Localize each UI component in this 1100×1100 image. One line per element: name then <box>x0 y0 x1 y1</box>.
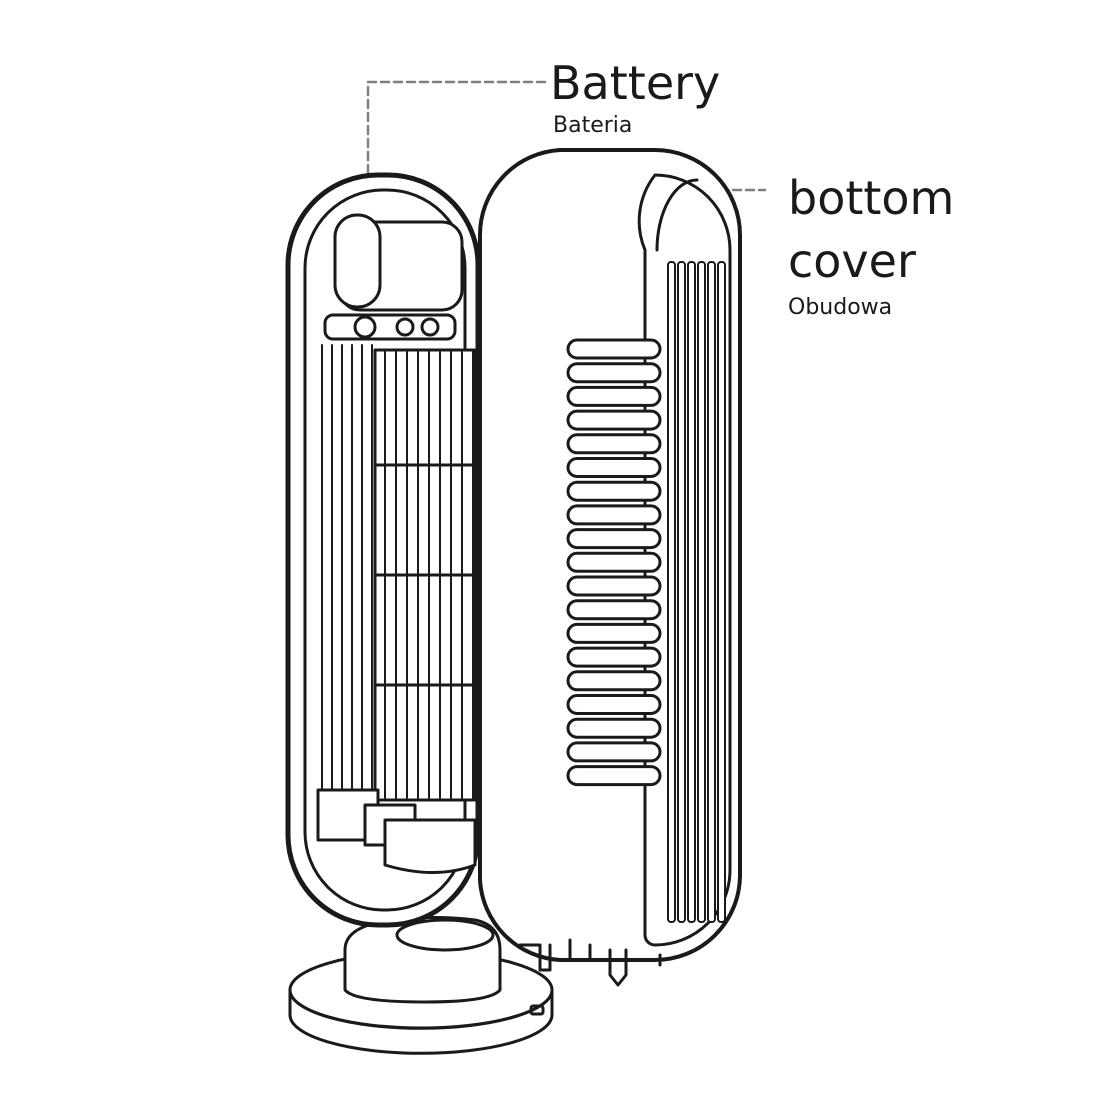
outlet-slot <box>566 338 662 360</box>
outlet-slot <box>566 765 662 787</box>
outlet-slot <box>566 457 662 478</box>
outlet-slot <box>566 694 662 715</box>
battery <box>323 213 464 341</box>
grill-bar <box>717 261 726 923</box>
grill-bar <box>677 261 686 923</box>
outlet-slot <box>566 551 662 573</box>
outlet-slot <box>566 409 662 431</box>
cover-label-line2: cover <box>788 234 916 288</box>
grill-bar <box>697 261 706 923</box>
outlet-slot <box>566 670 662 692</box>
outlet-slot <box>566 362 662 384</box>
outlet-slot <box>566 741 662 763</box>
air-outlet-slots <box>566 338 662 787</box>
vertical-grill-bars <box>667 261 726 923</box>
fan-chassis <box>285 172 481 928</box>
battery-leader-line <box>366 80 547 217</box>
outlet-slot <box>566 480 662 502</box>
outlet-slot <box>566 433 662 455</box>
outlet-slot <box>566 599 662 621</box>
side-grill <box>321 344 373 791</box>
outlet-slot <box>566 646 662 668</box>
outlet-slot <box>566 504 662 526</box>
cover-label-line1: bottom <box>788 171 955 225</box>
outlet-slot <box>566 385 662 407</box>
base <box>288 916 554 1055</box>
grill-bar <box>707 261 716 923</box>
outlet-slot <box>566 717 662 739</box>
grill-bar <box>687 261 696 923</box>
grill-bar <box>667 261 676 923</box>
outlet-slot <box>566 622 662 644</box>
outlet-slot <box>566 575 662 597</box>
bottom-cover-housing <box>477 148 742 987</box>
battery-label: Battery <box>550 56 721 110</box>
battery-label-polish: Bateria <box>553 113 633 138</box>
cover-label-polish: Obudowa <box>788 295 893 320</box>
outlet-slot <box>566 528 662 550</box>
